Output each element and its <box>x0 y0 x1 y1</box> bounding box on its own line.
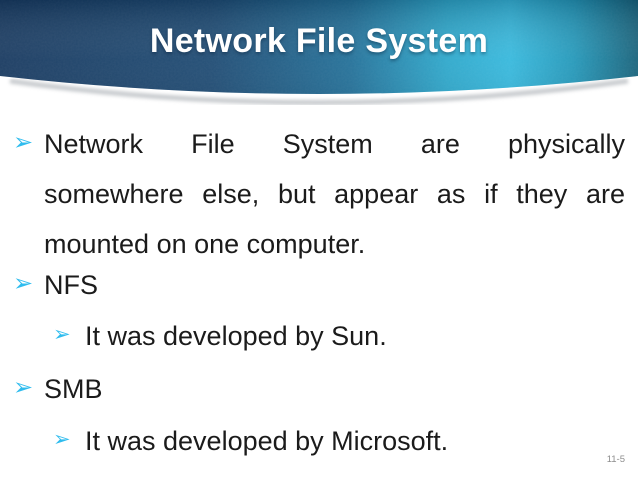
arrow-bullet-icon: ➢ <box>53 322 71 346</box>
bullet-text-line: SMB <box>44 374 103 404</box>
bullet-text: Network File System are physically somew… <box>44 119 625 269</box>
bullet-text-line: It was developed by Sun. <box>85 321 387 351</box>
bullet-item-nfs-sun: ➢ It was developed by Sun. <box>0 311 638 361</box>
bullet-text-line: NFS <box>44 270 98 300</box>
bullet-item-overview: ➢ Network File System are physically som… <box>0 119 638 269</box>
bullet-text-line: It was developed by Microsoft. <box>85 426 449 456</box>
header-shading <box>0 0 638 94</box>
header-banner <box>0 0 638 105</box>
arrow-bullet-icon: ➢ <box>13 373 34 401</box>
page-number: 11-5 <box>606 454 625 465</box>
header-shadow-arc <box>9 78 629 105</box>
bullet-text-line: somewhere else, but appear as if they ar… <box>44 179 625 209</box>
arrow-bullet-icon: ➢ <box>53 427 71 451</box>
bullet-text-line: Network File System are physically <box>44 129 625 159</box>
slide-title: Network File System <box>149 22 489 60</box>
bullet-text-line: mounted on one computer. <box>44 229 366 259</box>
arrow-bullet-icon: ➢ <box>13 269 34 297</box>
arrow-bullet-icon: ➢ <box>13 128 34 156</box>
bullet-item-smb-microsoft: ➢ It was developed by Microsoft. <box>0 416 638 466</box>
bullet-item-smb: ➢ SMB <box>0 364 638 414</box>
bullet-item-nfs: ➢ NFS <box>0 260 638 310</box>
